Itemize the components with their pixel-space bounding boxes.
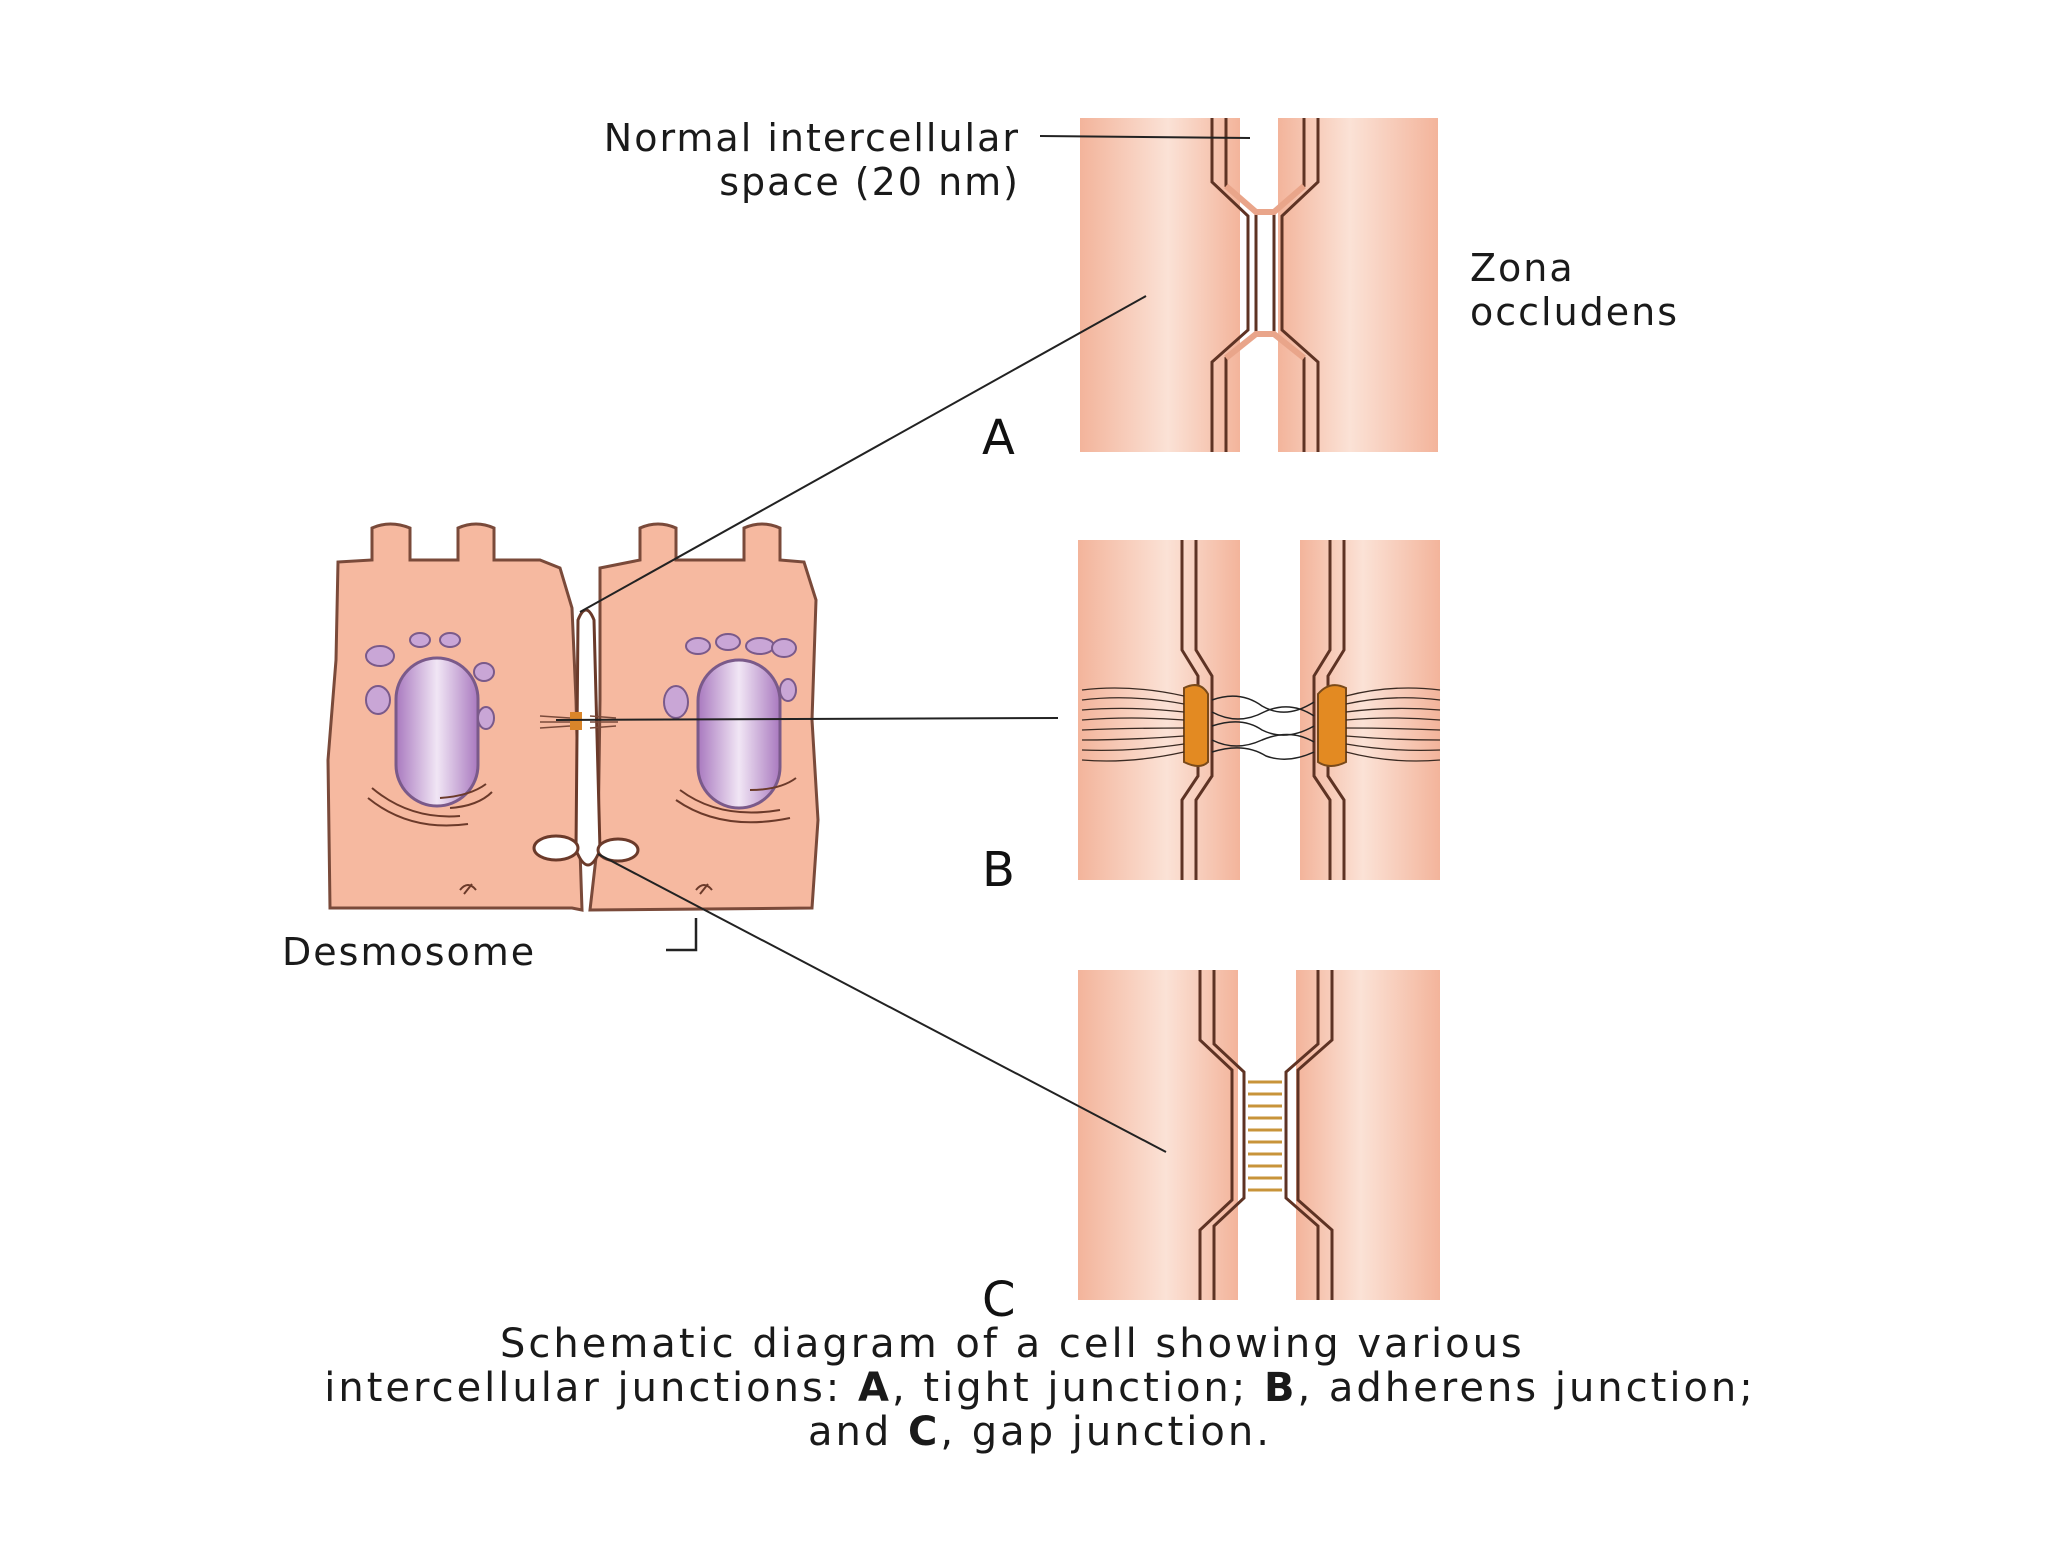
zona-label-line1: Zona bbox=[1470, 246, 1575, 290]
caption-line3-pre: and bbox=[808, 1409, 908, 1455]
right-organelles bbox=[663, 633, 797, 719]
right-nucleus bbox=[696, 658, 782, 810]
panel-label-b: B bbox=[982, 842, 1015, 898]
intercellular-space-label: Normal intercellular space (20 nm) bbox=[460, 116, 1020, 204]
caption-line2-pre: intercellular junctions: bbox=[324, 1365, 858, 1411]
basal-marks bbox=[459, 883, 713, 895]
left-er bbox=[367, 783, 493, 827]
panel-label-c: C bbox=[982, 1272, 1016, 1328]
adherens-plaque-left bbox=[1183, 684, 1209, 767]
figure-caption: Schematic diagram of a cell showing vari… bbox=[80, 1322, 2000, 1454]
panel-label-a: A bbox=[982, 410, 1015, 466]
zona-label-line2: occludens bbox=[1470, 290, 1680, 334]
filaments-right bbox=[1345, 687, 1441, 762]
desmosome-label: Desmosome bbox=[282, 930, 537, 974]
intercellular-label-line1: Normal intercellular bbox=[603, 116, 1020, 160]
connexon-channels bbox=[1248, 1080, 1282, 1192]
left-nucleus bbox=[394, 656, 480, 808]
panel-c-gap-junction bbox=[597, 853, 1440, 1300]
caption-line2-mid2: , adherens junction; bbox=[1297, 1365, 1756, 1411]
panel-b-adherens-junction bbox=[555, 540, 1441, 880]
adherens-plaque-right bbox=[1317, 684, 1347, 767]
caption-line2-mid1: , tight junction; bbox=[891, 1365, 1264, 1411]
cell-desmosome-marker bbox=[539, 712, 618, 730]
left-organelles bbox=[365, 632, 495, 730]
zona-occludens-label: Zona occludens bbox=[1470, 246, 1679, 334]
caption-line1: Schematic diagram of a cell showing vari… bbox=[500, 1321, 1525, 1367]
caption-line3: and C, gap junction. bbox=[80, 1410, 2000, 1454]
caption-line2: intercellular junctions: A, tight juncti… bbox=[80, 1366, 2000, 1410]
filaments-left bbox=[1081, 687, 1185, 762]
caption-b: B bbox=[1263, 1365, 1298, 1411]
desmosome-bracket bbox=[666, 918, 698, 952]
cell-gap-marker bbox=[532, 834, 640, 863]
intercellular-cleft bbox=[574, 608, 602, 867]
caption-a: A bbox=[858, 1365, 892, 1411]
panel-a-tight-junction bbox=[579, 118, 1438, 613]
caption-c: C bbox=[908, 1409, 941, 1455]
cadherin-links bbox=[1211, 695, 1315, 760]
right-er bbox=[675, 777, 797, 824]
cell-pair bbox=[326, 522, 820, 952]
intercellular-label-line2: space (20 nm) bbox=[719, 160, 1020, 204]
caption-line3-post: , gap junction. bbox=[940, 1409, 1272, 1455]
